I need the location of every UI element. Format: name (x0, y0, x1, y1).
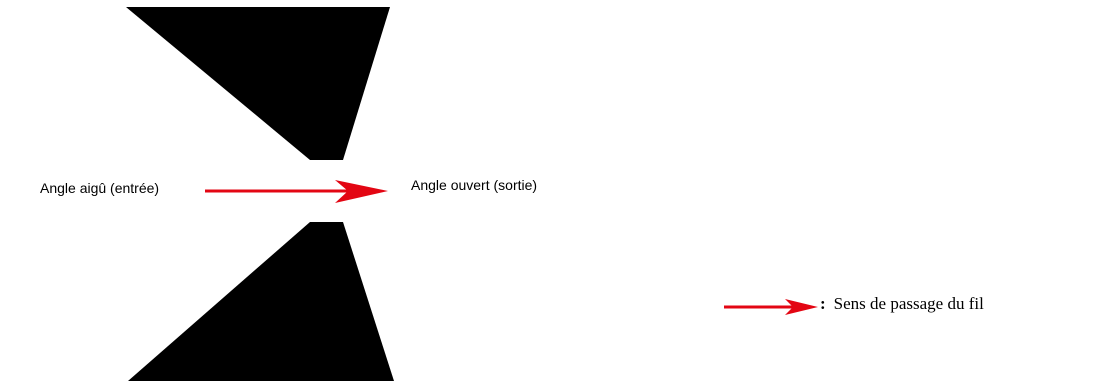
legend-separator: : (820, 294, 826, 313)
right-arrow-icon (335, 180, 388, 203)
exit-angle-label: Angle ouvert (sortie) (411, 177, 538, 193)
right-arrow-icon (785, 299, 818, 315)
legend-text: Sens de passage du fil (833, 294, 984, 313)
entry-angle-label: Angle aigû (entrée) (40, 180, 160, 196)
flow-direction-arrow (205, 180, 388, 203)
lower-die-wedge (128, 222, 394, 381)
upper-die-wedge (126, 7, 390, 160)
legend: : Sens de passage du fil (820, 294, 984, 314)
legend-arrow (724, 299, 818, 315)
